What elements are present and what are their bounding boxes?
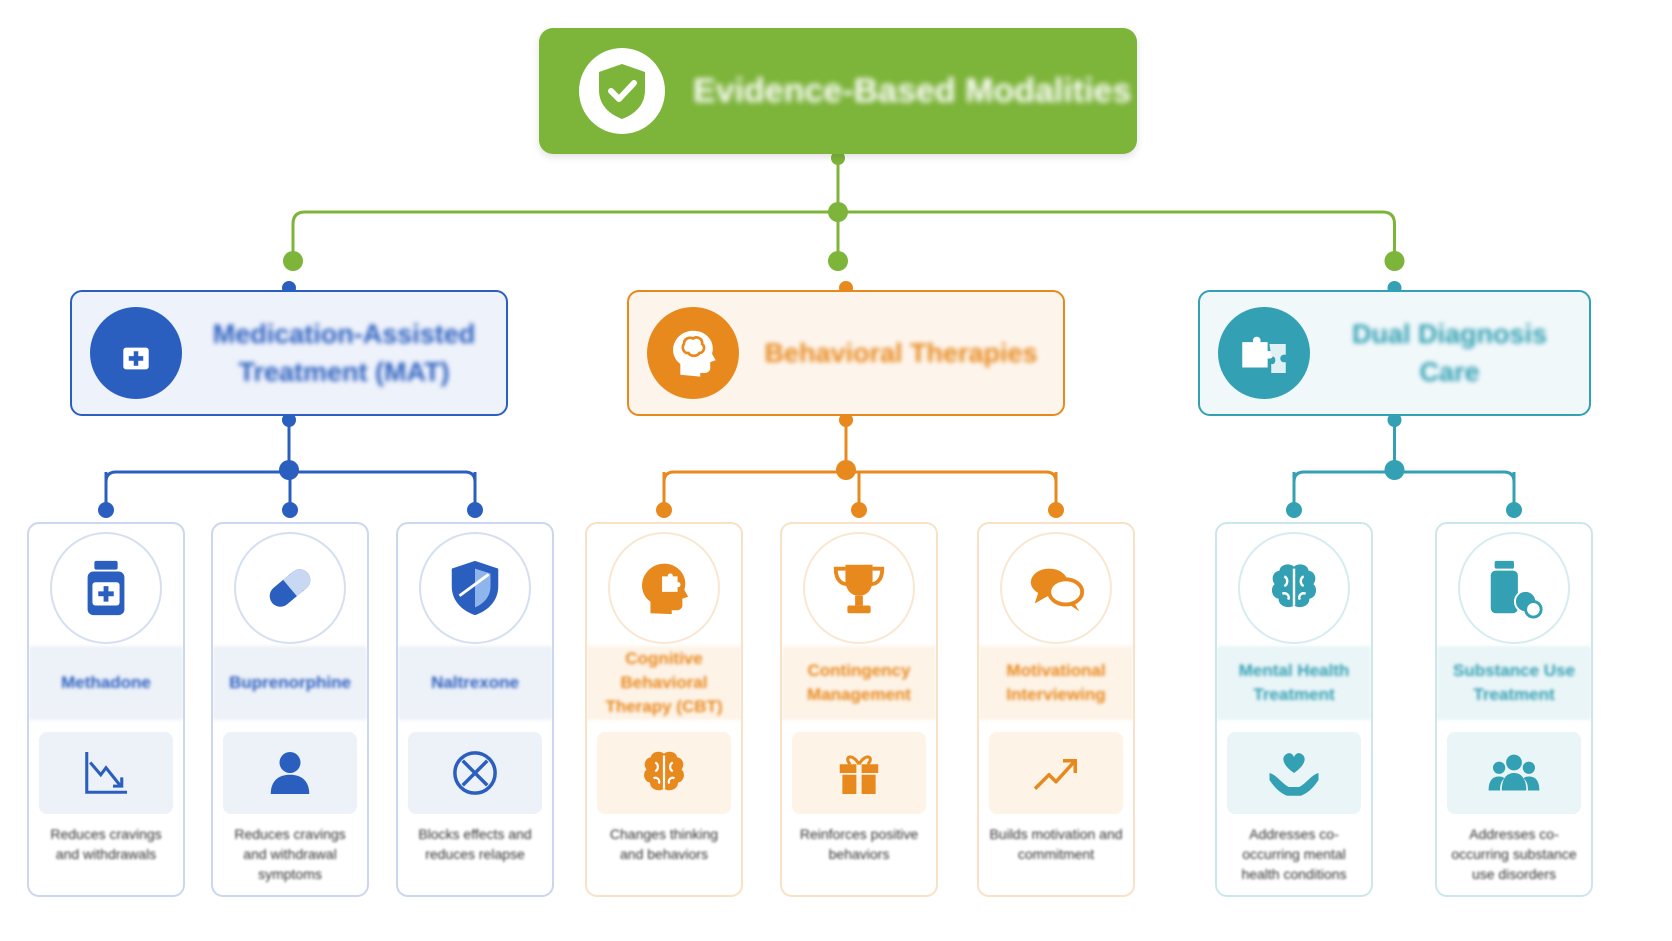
item-icon-circle bbox=[1000, 532, 1112, 644]
item-card: Cognitive Behavioral Therapy (CBT) Chang… bbox=[585, 522, 743, 897]
connector-node bbox=[1506, 502, 1522, 518]
item-description: Addresses co-occurring mental health con… bbox=[1241, 826, 1347, 882]
item-label: Cognitive Behavioral Therapy (CBT) bbox=[587, 646, 741, 720]
item-detail-box bbox=[1227, 732, 1361, 814]
connector-node bbox=[467, 502, 483, 518]
person-icon bbox=[270, 752, 310, 794]
connector-line bbox=[1292, 470, 1516, 508]
brain-icon bbox=[1271, 564, 1317, 608]
root-badge bbox=[579, 48, 665, 134]
gift-icon bbox=[839, 755, 879, 794]
item-description: Changes thinking and behaviors bbox=[609, 826, 719, 862]
medicine-bottle-icon bbox=[87, 560, 125, 616]
trophy-icon bbox=[833, 564, 885, 614]
item-card: Buprenorphine Reduces cravings and withd… bbox=[211, 522, 369, 897]
item-detail-box bbox=[223, 732, 357, 814]
bottle-pills-icon bbox=[1490, 560, 1543, 619]
blocked-circle-icon bbox=[453, 751, 497, 795]
category-title: Behavioral Therapies bbox=[764, 338, 1038, 368]
category-badge bbox=[647, 307, 739, 399]
chat-bubbles-icon bbox=[1030, 568, 1085, 612]
brain-icon bbox=[644, 751, 684, 791]
item-label: Motivational Interviewing bbox=[979, 646, 1133, 720]
item-card: Methadone Reduces cravings and withdrawa… bbox=[27, 522, 185, 897]
connector-line bbox=[291, 210, 1396, 260]
item-label: Naltrexone bbox=[398, 646, 552, 720]
category-1: Behavioral Therapies bbox=[627, 290, 1065, 416]
item-description: Addresses co-occurring substance use dis… bbox=[1451, 826, 1577, 882]
item-description: Blocks effects and reduces relapse bbox=[418, 826, 532, 862]
declining-chart-icon bbox=[85, 752, 127, 794]
item-detail-box bbox=[597, 732, 731, 814]
shield-icon bbox=[451, 560, 499, 616]
category-title: Dual Diagnosis Care bbox=[1351, 319, 1548, 387]
people-group-icon bbox=[1488, 754, 1540, 791]
connector-node bbox=[836, 460, 856, 480]
connector-node bbox=[1286, 502, 1302, 518]
connector-node bbox=[1048, 502, 1064, 518]
item-label: Methadone bbox=[29, 646, 183, 720]
root-node: Evidence-Based Modalities bbox=[539, 28, 1137, 154]
item-label: Substance Use Treatment bbox=[1437, 646, 1591, 720]
connector-node bbox=[831, 151, 845, 165]
category-badge bbox=[90, 307, 182, 399]
medicine-bottle-icon bbox=[118, 327, 154, 379]
root-title: Evidence-Based Modalities bbox=[693, 71, 1132, 110]
item-icon-circle bbox=[803, 532, 915, 644]
puzzle-pieces-icon bbox=[1242, 336, 1286, 373]
item-icon-circle bbox=[1458, 532, 1570, 644]
item-detail-box bbox=[408, 732, 542, 814]
connector-node bbox=[98, 502, 114, 518]
item-card: Motivational Interviewing Builds motivat… bbox=[977, 522, 1135, 897]
item-label: Contingency Management bbox=[782, 646, 936, 720]
item-description: Reduces cravings and withdrawal symptoms bbox=[234, 826, 346, 882]
connector-node bbox=[851, 502, 867, 518]
item-card: Mental Health Treatment Addresses co-occ… bbox=[1215, 522, 1373, 897]
connector-node bbox=[1384, 251, 1405, 271]
capsule-pill-icon bbox=[269, 569, 311, 607]
item-label: Mental Health Treatment bbox=[1217, 646, 1371, 720]
connector-node bbox=[279, 460, 299, 480]
item-description: Reinforces positive behaviors bbox=[799, 826, 919, 862]
connector-node bbox=[283, 251, 303, 271]
trending-up-icon bbox=[1033, 759, 1077, 790]
brain-head-icon bbox=[673, 330, 716, 377]
connector-node bbox=[828, 251, 848, 271]
category-0: Medication-Assisted Treatment (MAT) bbox=[70, 290, 508, 416]
item-detail-box bbox=[1447, 732, 1581, 814]
connector-node bbox=[282, 502, 298, 518]
item-card: Contingency Management Reinforces positi… bbox=[780, 522, 938, 897]
shield-check-icon bbox=[599, 64, 645, 119]
puzzle-head-icon bbox=[642, 563, 689, 615]
item-detail-box bbox=[792, 732, 926, 814]
connector-node bbox=[1384, 460, 1405, 480]
item-detail-box bbox=[39, 732, 173, 814]
connector-node bbox=[656, 502, 672, 518]
category-title: Medication-Assisted Treatment (MAT) bbox=[212, 319, 476, 387]
category-badge bbox=[1218, 307, 1310, 399]
heart-hands-icon bbox=[1269, 753, 1319, 796]
item-description: Builds motivation and commitment bbox=[989, 826, 1123, 862]
item-card: Substance Use Treatment Addresses co-occ… bbox=[1435, 522, 1593, 897]
item-label: Buprenorphine bbox=[213, 646, 367, 720]
item-detail-box bbox=[989, 732, 1123, 814]
item-icon-circle bbox=[608, 532, 720, 644]
item-icon-circle bbox=[1238, 532, 1350, 644]
category-2: Dual Diagnosis Care bbox=[1198, 290, 1591, 416]
item-icon-circle bbox=[50, 532, 162, 644]
item-card: Naltrexone Blocks effects and reduces re… bbox=[396, 522, 554, 897]
item-icon-circle bbox=[234, 532, 346, 644]
item-icon-circle bbox=[419, 532, 531, 644]
item-description: Reduces cravings and withdrawals bbox=[50, 826, 162, 862]
